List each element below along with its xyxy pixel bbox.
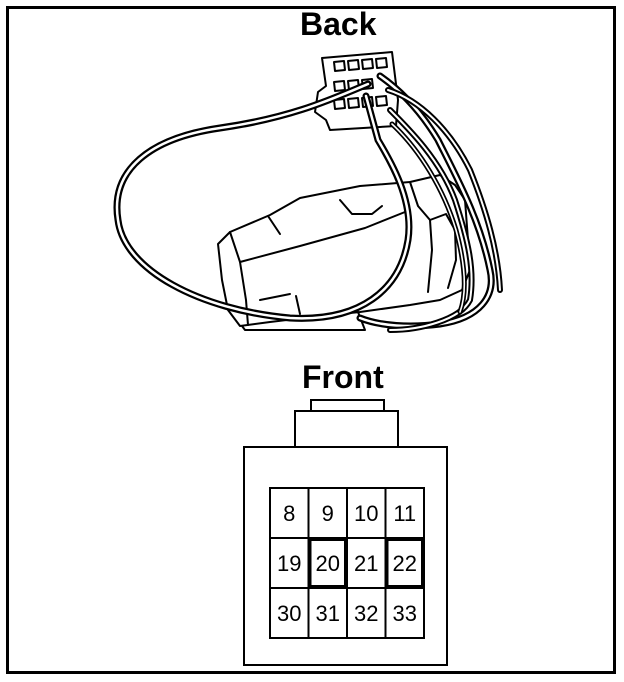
pin-cell-11: [384, 487, 425, 539]
component-body: [217, 174, 471, 331]
back-view-title: Back: [300, 6, 377, 42]
pin-label-9: 9: [322, 501, 334, 526]
pin-label-20: 20: [316, 551, 340, 576]
back-connector-block: [314, 51, 399, 131]
pin-cell-32: [346, 587, 387, 639]
front-view-title: Front: [302, 359, 384, 395]
pin-label-21: 21: [354, 551, 378, 576]
pin-grid: 8 9 10 11 19 20 21 22 30 31 32 33: [269, 487, 425, 639]
pin-label-31: 31: [316, 601, 340, 626]
pin-cell-9: [307, 487, 348, 539]
pin-label-33: 33: [393, 601, 417, 626]
front-connector: 8 9 10 11 19 20 21 22 30 31 32 33: [243, 399, 448, 666]
pin-highlight-22: [384, 537, 425, 589]
pin-label-11: 11: [393, 501, 416, 526]
pin-label-30: 30: [277, 601, 301, 626]
wire-harness: [113, 72, 503, 333]
pin-cell-33: [384, 587, 425, 639]
pin-highlight-20: [307, 537, 348, 589]
pin-label-8: 8: [283, 501, 295, 526]
pin-label-32: 32: [354, 601, 378, 626]
pin-label-10: 10: [354, 501, 378, 526]
pin-label-22: 22: [393, 551, 417, 576]
pin-label-19: 19: [277, 551, 301, 576]
pin-cell-31: [307, 587, 348, 639]
